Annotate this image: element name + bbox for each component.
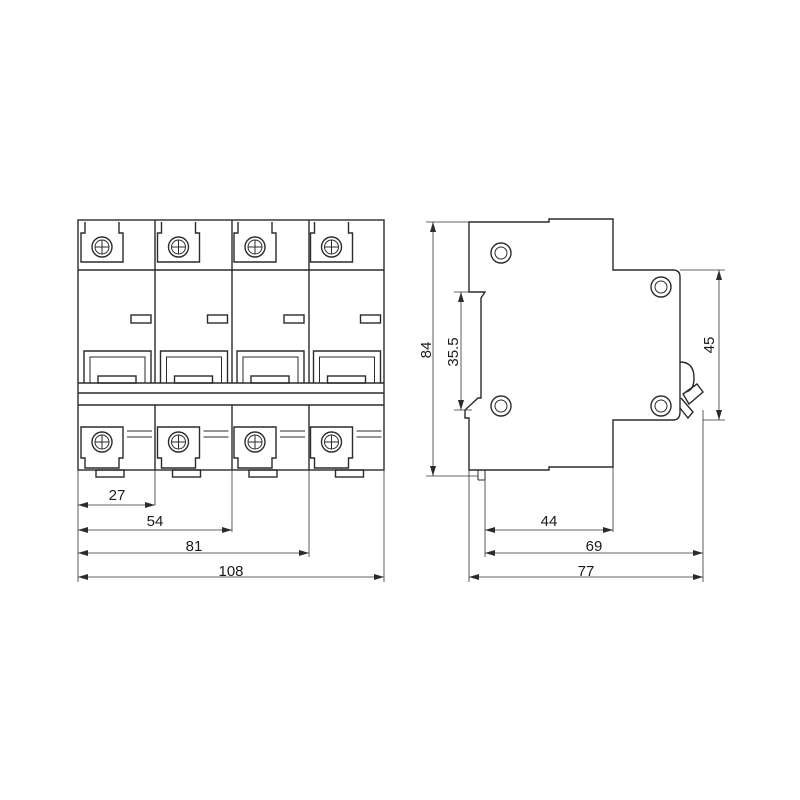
top-terminal-screw-icon [320, 236, 343, 258]
front-view [77, 219, 385, 478]
side-view [464, 218, 704, 481]
pole-dividers [154, 220, 310, 470]
dim-line-27 [78, 502, 155, 508]
dim-label-44: 44 [541, 513, 558, 530]
dim-line-77 [469, 574, 703, 580]
dim-line-44 [485, 527, 613, 533]
rivet-bottom-right [650, 395, 672, 417]
indicator-slot [130, 314, 152, 324]
top-terminal-clamp [309, 222, 354, 263]
top-terminal-screw-icon [91, 236, 113, 258]
dim-line-45 [716, 270, 722, 420]
bottom-foot [334, 469, 365, 478]
dim-line-84 [430, 222, 436, 476]
handle-lever-tip [97, 375, 137, 384]
bottom-foot [171, 469, 202, 478]
poles [80, 222, 382, 478]
dim-label-35-5: 35.5 [445, 337, 462, 366]
pole-4 [309, 222, 382, 478]
top-terminal-screw-icon [244, 236, 266, 258]
dim-line-69 [485, 550, 703, 556]
dim-label-108: 108 [218, 563, 243, 580]
dim-line-35-5 [458, 292, 464, 410]
handle-frame-outer [236, 350, 305, 383]
dim-label-69: 69 [586, 538, 603, 555]
bottom-terminal-clamp [80, 426, 124, 469]
handle-frame-inner [89, 356, 146, 383]
handle-frame-inner [166, 356, 222, 383]
side-housing-outline [464, 218, 681, 471]
handle-frame-outer [159, 350, 229, 383]
bottom-terminal-clamp [156, 426, 201, 469]
dim-line-54 [78, 527, 232, 533]
rivet-top-right [650, 276, 672, 298]
dimension-lines [78, 222, 722, 580]
bottom-terminal-screw-icon [167, 431, 190, 453]
bottom-terminal-screw-icon [244, 431, 266, 453]
bottom-foot [95, 469, 125, 478]
extension-lines [77, 221, 725, 582]
handle-frame-outer [83, 350, 152, 383]
handle-frame-outer [312, 350, 382, 383]
top-terminal-clamp [233, 222, 277, 263]
bottom-terminal-screw-icon [320, 431, 343, 453]
handle-lever-tip [173, 375, 214, 384]
dim-label-84: 84 [418, 342, 435, 359]
top-terminal-clamp [80, 222, 124, 263]
dim-label-27: 27 [109, 487, 126, 504]
dim-line-81 [78, 550, 309, 556]
dim-label-77: 77 [578, 563, 595, 580]
handle-frame-inner [319, 356, 375, 383]
pole-3 [233, 222, 305, 478]
bottom-terminal-clamp [233, 426, 277, 469]
indicator-slot [206, 314, 229, 324]
indicator-slot [283, 314, 305, 324]
side-handle-lever [679, 361, 704, 420]
dim-label-81: 81 [186, 538, 203, 555]
top-terminal-clamp [156, 222, 201, 263]
pole-2 [156, 222, 229, 478]
bottom-foot [248, 469, 278, 478]
front-housing-outline [77, 219, 385, 471]
bottom-terminal-clamp [309, 426, 354, 469]
dim-label-45: 45 [701, 337, 718, 354]
rivet-bottom-left [490, 395, 512, 417]
pole-1 [80, 222, 152, 478]
rivet-top-left [490, 242, 512, 264]
dim-label-54: 54 [147, 513, 164, 530]
handle-lever-tip [326, 375, 367, 384]
dimension-labels: 27 54 81 108 84 35.5 45 44 69 77 [109, 337, 718, 580]
dim-line-108 [78, 574, 384, 580]
handle-lever-tip [250, 375, 290, 384]
bottom-terminal-screw-icon [91, 431, 113, 453]
handle-frame-inner [242, 356, 299, 383]
top-terminal-screw-icon [167, 236, 190, 258]
indicator-slot [359, 314, 382, 324]
